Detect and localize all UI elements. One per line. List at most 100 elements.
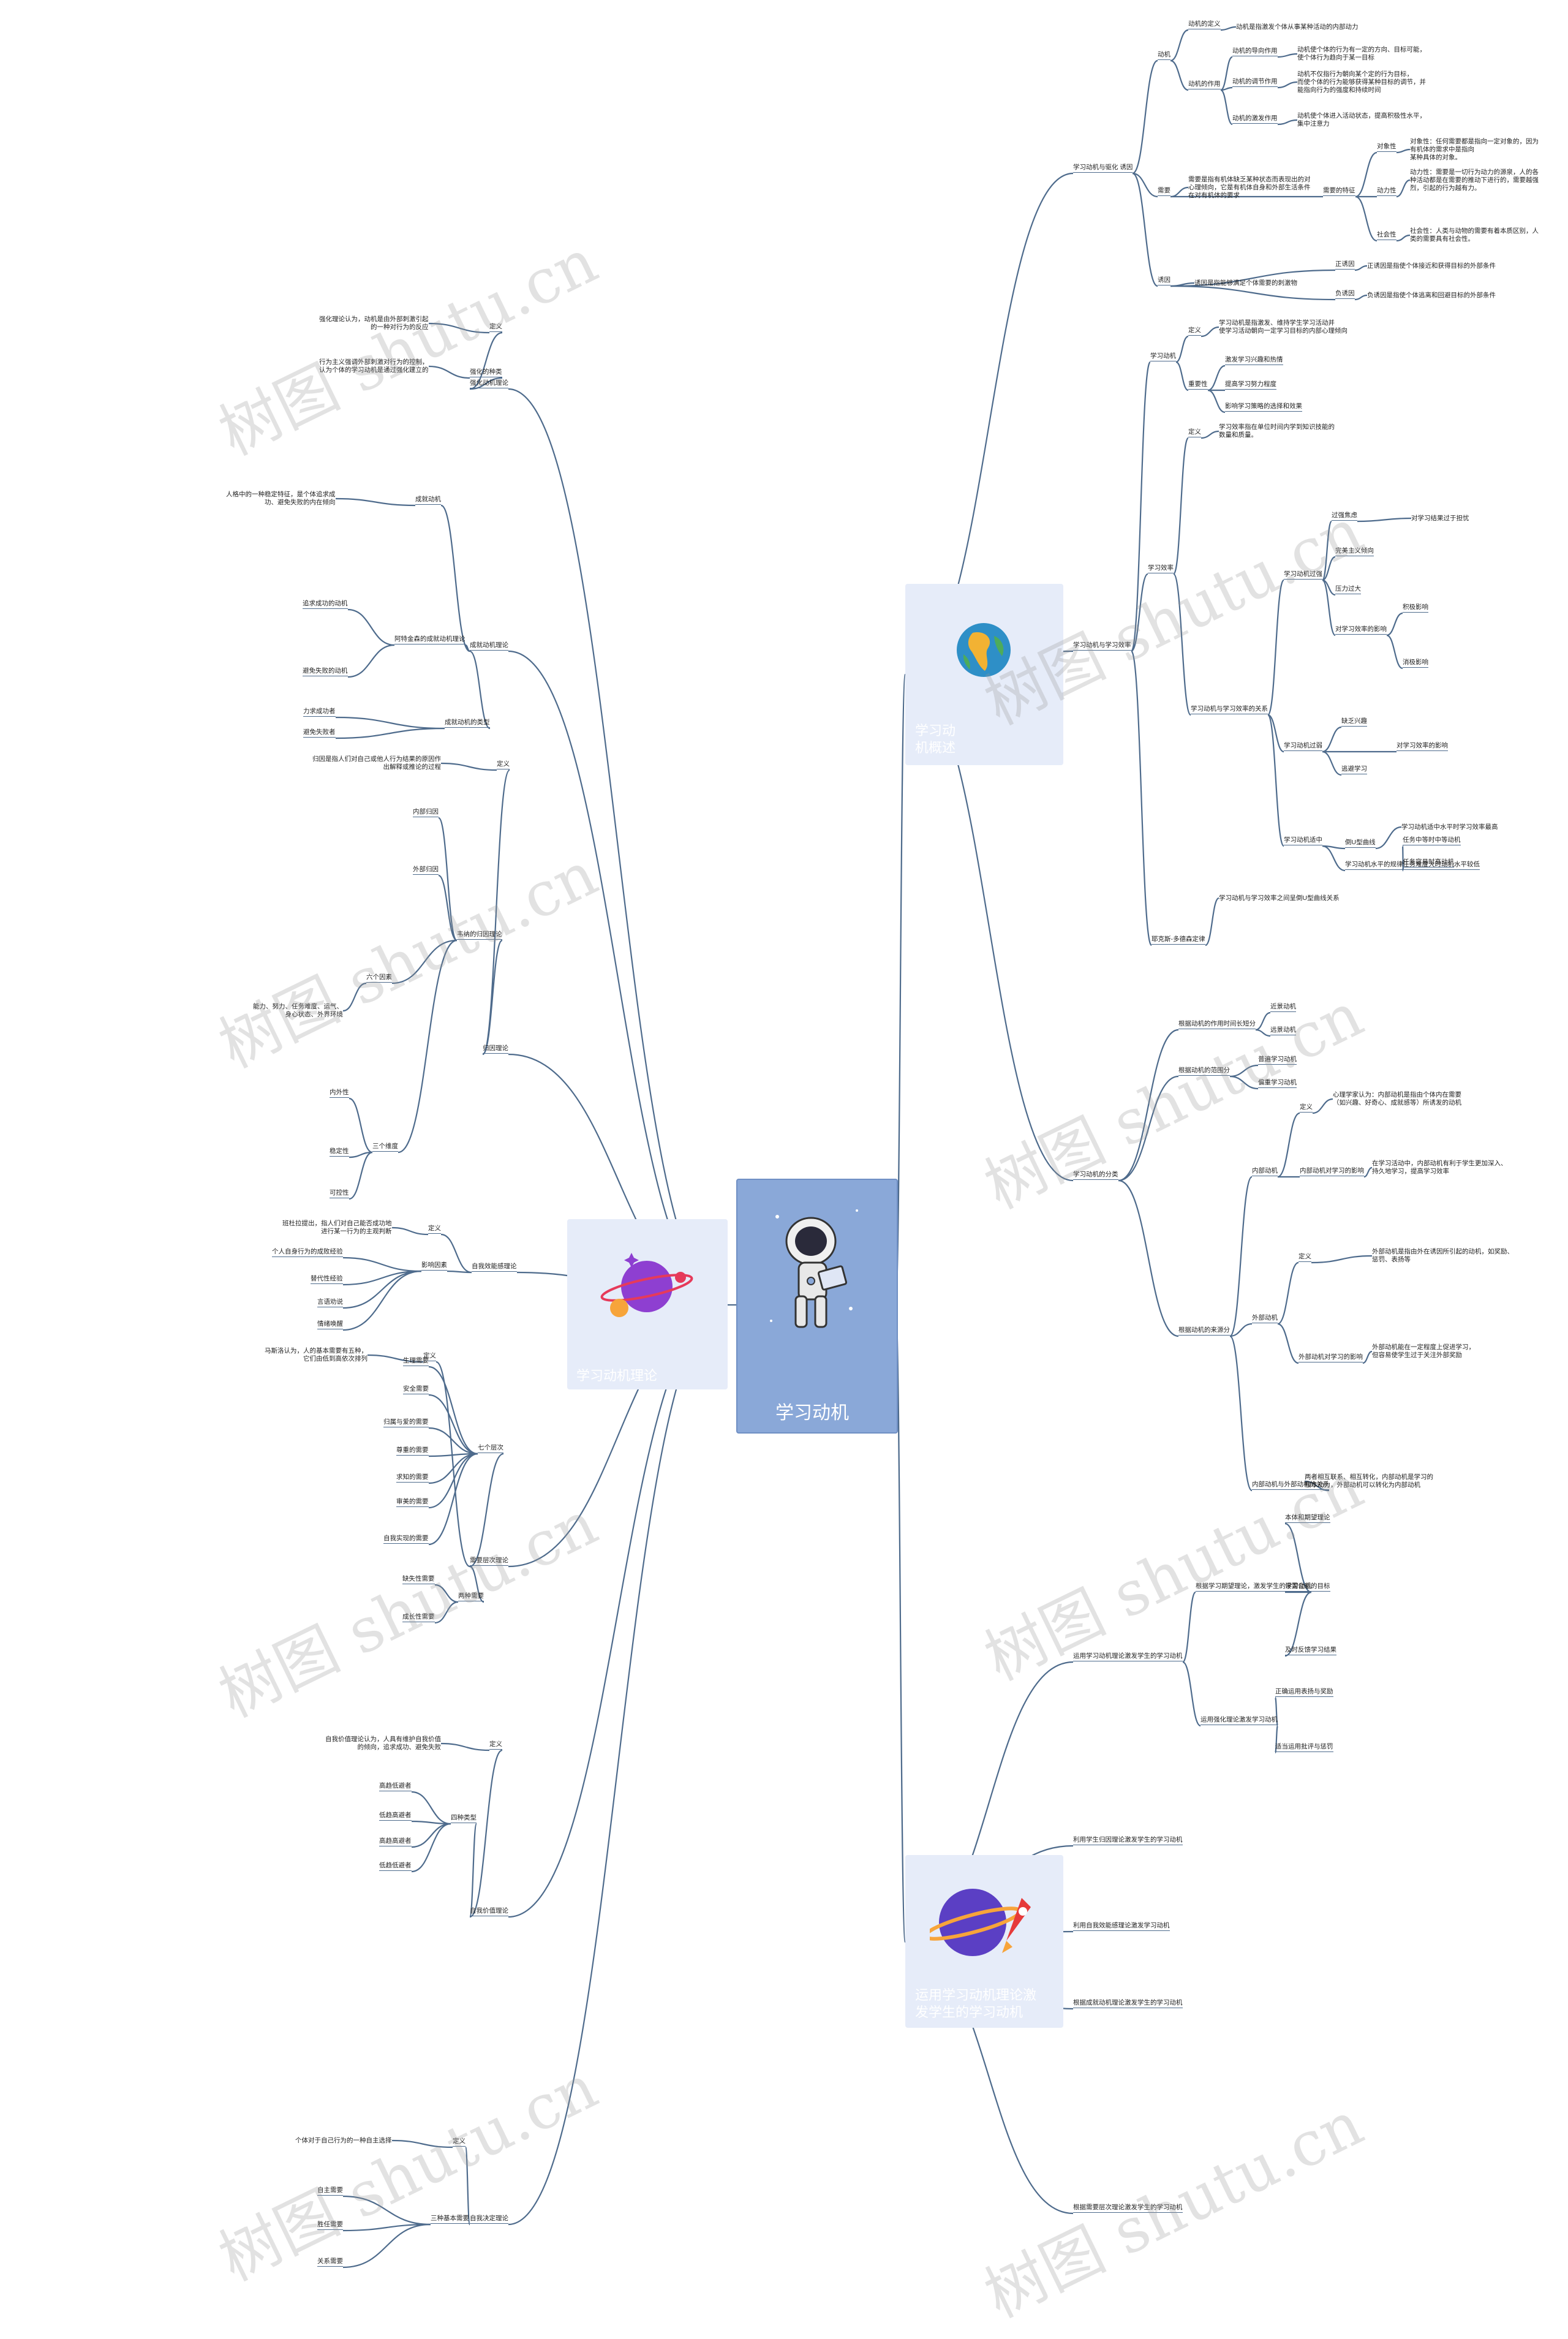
node-l-qh-def[interactable]: 定义	[489, 323, 502, 332]
node-r-ng2[interactable]: 完美主义倾向	[1335, 547, 1374, 556]
node-l-zj[interactable]: 自我决定理论	[470, 2215, 508, 2224]
node-r-zw1-t[interactable]: 学习动机适中水平时学习效率最高	[1401, 823, 1498, 831]
node-r-f2[interactable]: 动机的调节作用	[1232, 78, 1278, 87]
node-r-zw2-3[interactable]: 任务容易时高动机	[1403, 858, 1454, 867]
node-r-yx2-1[interactable]: 积极影响	[1403, 603, 1428, 613]
node-l-cj-def-t[interactable]: 人格中的一种稳定特征，是个体追求成 功、避免失败的内在倾向	[226, 491, 336, 506]
node-r-jf1-2[interactable]: 设置合适的目标	[1285, 1582, 1330, 1592]
node-r-jf2-1[interactable]: 正确运用表扬与奖励	[1275, 1688, 1333, 1697]
node-l-zw[interactable]: 自我效能感理论	[472, 1263, 517, 1272]
node-l-zw1-4[interactable]: 情绪唤醒	[317, 1320, 343, 1329]
node-l-zwjd1-3[interactable]: 高趋高避者	[379, 1837, 412, 1846]
node-r-ng1[interactable]: 过强焦虑	[1332, 512, 1357, 521]
node-l-cj2-1[interactable]: 力求成功者	[303, 708, 336, 717]
node-r-zh-t[interactable]: 两者相互联系、相互转化，内部动机是学习的 根本动力，外部动机可以转化为内部动机	[1305, 1473, 1433, 1489]
node-l-cj2[interactable]: 成就动机的类型	[445, 719, 490, 728]
node-r-zw2-2[interactable]: 任务中等时中等动机	[1403, 836, 1461, 845]
node-l-gy-def-t[interactable]: 归因是指人们对自己或他人行为结果的原因作 出解释或推论的过程	[312, 755, 441, 771]
node-r-yx[interactable]: 学习效率	[1148, 564, 1174, 573]
node-r-zw2-1[interactable]: 任务难度大时动机水平较低	[1403, 861, 1480, 870]
node-l-gy[interactable]: 归因理论	[483, 1045, 508, 1054]
node-r-f2-t[interactable]: 动机不仅指行为朝向某个定的行为目标， 而使个体的行为能够获得某种目标的调节，并 …	[1297, 70, 1426, 94]
node-r-zy1[interactable]: 激发学习兴趣和热情	[1225, 356, 1283, 365]
node-r-zw1[interactable]: 倒U型曲线	[1345, 839, 1376, 848]
node-r-xuexi[interactable]: 学习动机与驱化 诱因	[1073, 164, 1133, 173]
node-l-xy1-5[interactable]: 求知的需要	[396, 1473, 429, 1483]
node-r-nz-def[interactable]: 定义	[1300, 1103, 1313, 1113]
node-r-fl2-2[interactable]: 偏重学习动机	[1258, 1079, 1297, 1088]
node-l-xy1-3[interactable]: 归属与爱的需要	[383, 1418, 429, 1427]
node-l-xy1-7[interactable]: 自我实现的需要	[383, 1535, 429, 1544]
node-r-zy3[interactable]: 影响学习策略的选择和效果	[1225, 402, 1302, 412]
node-r-ggjs[interactable]: 耶克斯-多德森定律	[1152, 935, 1205, 945]
node-l-xy1-1[interactable]: 生理需要	[403, 1357, 429, 1366]
node-r-fz2[interactable]: 逃避学习	[1341, 765, 1367, 774]
node-r-wz[interactable]: 外部动机	[1252, 1314, 1278, 1323]
node-r-n2[interactable]: 动力性	[1377, 187, 1396, 196]
node-l-cj[interactable]: 成就动机理论	[470, 641, 508, 651]
node-l-gy3-1[interactable]: 内外性	[330, 1089, 349, 1098]
node-r-jf3[interactable]: 利用学生归因理论激发学生的学习动机	[1073, 1836, 1183, 1845]
node-l-zj-def[interactable]: 定义	[453, 2137, 466, 2147]
node-l-zwjd1-2[interactable]: 低趋高避者	[379, 1812, 412, 1821]
node-l-gy1-2[interactable]: 外部归因	[413, 866, 439, 875]
node-r-ng3[interactable]: 压力过大	[1335, 585, 1361, 594]
node-l-cj1-2[interactable]: 避免失败的动机	[303, 667, 348, 676]
node-l-zw1-2[interactable]: 替代性经验	[311, 1275, 343, 1284]
node-l-qh1-t[interactable]: 行为主义强调外部刺激对行为的控制， 认为个体的学习动机是通过强化建立的	[319, 358, 429, 374]
root-node[interactable]: 学习动机	[736, 1179, 898, 1434]
node-l-gy3-2[interactable]: 稳定性	[330, 1147, 349, 1157]
node-r-jf[interactable]: 运用学习动机理论激发学生的学习动机	[1073, 1652, 1183, 1661]
node-l-zw1-3[interactable]: 言语劝说	[317, 1298, 343, 1307]
node-r-lure-t[interactable]: 诱因是指能够满足个体需要的刺激物	[1194, 279, 1297, 287]
topic-learning-motivation-theory[interactable]: 学习动机理论	[567, 1219, 728, 1389]
node-r-ng1-t[interactable]: 对学习结果过于担忧	[1411, 514, 1469, 522]
node-l-zw-def[interactable]: 定义	[428, 1225, 441, 1234]
topic-stimulate-motivation[interactable]: 运用学习动机理论激 发学生的学习动机	[905, 1855, 1063, 2028]
node-r-zy2[interactable]: 提高学习努力程度	[1225, 380, 1276, 390]
node-r-jf5[interactable]: 根据成就动机理论激发学生的学习动机	[1073, 1999, 1183, 2008]
node-r-jf1[interactable]: 根据学习期望理论，激发学生的学习动机	[1196, 1582, 1311, 1592]
node-r-jf2[interactable]: 运用强化理论激发学习动机	[1200, 1716, 1278, 1725]
node-r-xdj-def[interactable]: 学习动机	[1150, 352, 1176, 361]
node-r-fl1-2[interactable]: 远景动机	[1270, 1026, 1296, 1035]
node-r-l1[interactable]: 正诱因	[1335, 260, 1355, 270]
node-l-gy1-1[interactable]: 内部归因	[413, 808, 439, 817]
node-l-gy3-3[interactable]: 可控性	[330, 1189, 349, 1198]
node-l-zwjd[interactable]: 自我价值理论	[470, 1907, 508, 1916]
node-l-gy2[interactable]: 六个因素	[366, 973, 392, 983]
node-l-zwjd1-4[interactable]: 低趋低避者	[379, 1862, 412, 1871]
node-r-n3[interactable]: 社会性	[1377, 231, 1396, 240]
node-r-l2-t[interactable]: 负诱因是指使个体逃离和回避目标的外部条件	[1367, 291, 1496, 299]
node-r-jf6[interactable]: 根据需要层次理论激发学生的学习动机	[1073, 2204, 1183, 2213]
node-l-xy1[interactable]: 七个层次	[478, 1444, 503, 1453]
node-l-zwjd1[interactable]: 四种类型	[451, 1814, 477, 1823]
node-r-nz-def-t[interactable]: 心理学家认为：内部动机是指由个体内在需要 （如兴趣、好奇心、成就感等）所诱发的动…	[1333, 1091, 1461, 1106]
node-r-xdj[interactable]: 学习动机与学习效率	[1073, 641, 1131, 651]
node-r-jf1-3[interactable]: 及时反馈学习结果	[1285, 1646, 1336, 1655]
node-r-yx2-2[interactable]: 消极影响	[1403, 659, 1428, 668]
node-r-fz-m[interactable]: 对学习效率的影响	[1396, 742, 1448, 751]
node-r-fz[interactable]: 学习动机过弱	[1284, 742, 1322, 751]
node-l-qh[interactable]: 强化动机理论	[470, 379, 508, 388]
node-r-ggjs1[interactable]: 学习动机与学习效率之间呈倒U型曲线关系	[1219, 894, 1340, 902]
node-r-fl1[interactable]: 根据动机的作用时间长短分	[1178, 1020, 1256, 1029]
node-r-def[interactable]: 动机的定义	[1188, 20, 1221, 29]
node-r-nz1[interactable]: 内部动机对学习的影响	[1300, 1167, 1364, 1176]
node-r-f3[interactable]: 动机的激发作用	[1232, 115, 1278, 124]
node-r-lure[interactable]: 诱因	[1158, 276, 1170, 285]
node-r-fl[interactable]: 学习动机的分类	[1073, 1171, 1118, 1180]
node-l-gy3[interactable]: 三个维度	[372, 1143, 398, 1152]
node-r-wz-def[interactable]: 定义	[1298, 1253, 1311, 1262]
node-r-fl2[interactable]: 根据动机的范围分	[1178, 1067, 1230, 1076]
node-l-cj2-2[interactable]: 避免失败者	[303, 728, 336, 738]
node-l-zj1-1[interactable]: 自主需要	[317, 2186, 343, 2196]
topic-learning-motivation-overview[interactable]: 学习动 机概述	[905, 584, 1063, 765]
node-l-zj1[interactable]: 三种基本需要	[431, 2215, 469, 2224]
node-r-zy[interactable]: 重要性	[1188, 380, 1208, 390]
node-r-ng[interactable]: 学习动机过强	[1284, 570, 1322, 580]
node-r-dingyi[interactable]: 定义	[1188, 327, 1201, 336]
node-r-zw2[interactable]: 学习动机水平的规律	[1345, 861, 1403, 870]
node-l-zj1-2[interactable]: 胜任需要	[317, 2221, 343, 2230]
node-l-gy2-t[interactable]: 能力、努力、任务难度、运气、 身心状态、外界环境	[253, 1003, 343, 1018]
